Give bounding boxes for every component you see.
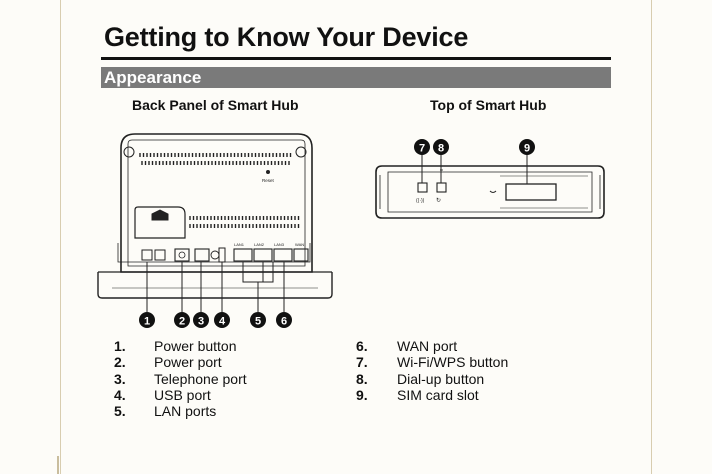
svg-text:7: 7 (419, 143, 425, 155)
svg-text:1: 1 (144, 316, 150, 328)
svg-text:4: 4 (219, 316, 226, 328)
page-title: Getting to Know Your Device (104, 22, 469, 52)
legend-number: 3. (114, 370, 126, 387)
top-marker-7: 7 (414, 139, 430, 155)
top-marker-9: 9 (519, 139, 535, 155)
back-panel-caption: Back Panel of Smart Hub (132, 97, 299, 113)
legend-label: USB port (154, 386, 211, 403)
port-label-wan: WAN (295, 242, 304, 247)
reset-label: Reset (262, 178, 275, 183)
port-label-lan2: LAN2 (254, 242, 265, 247)
section-heading: Appearance (101, 67, 611, 88)
back-panel-drawing (97, 133, 333, 312)
legend-label: SIM card slot (397, 386, 479, 403)
legend-number: 4. (114, 386, 126, 403)
title-rule (101, 57, 611, 60)
legend-label: Wi-Fi/WPS button (397, 354, 509, 371)
legend-number: 8. (356, 370, 368, 387)
top-view-caption: Top of Smart Hub (430, 97, 547, 113)
legend-label: Dial-up button (397, 370, 485, 387)
legend-number: 6. (356, 338, 368, 354)
back-marker-2: 2 (174, 312, 190, 328)
legend-number: 7. (356, 354, 368, 371)
legend-number: 9. (356, 386, 368, 403)
back-marker-4: 4 (214, 312, 230, 328)
svg-text:3: 3 (198, 316, 204, 328)
legend-label: Power button (154, 338, 237, 354)
legend-label: Power port (154, 354, 222, 371)
legend-label: Telephone port (154, 370, 247, 387)
back-vent-slots-top (139, 153, 292, 165)
svg-text:6: 6 (281, 316, 287, 328)
page-edge-left (60, 0, 61, 474)
legend-number: 2. (114, 354, 126, 371)
legend-label: LAN ports (154, 403, 217, 420)
back-vent-slots-middle (189, 216, 300, 228)
page-edge-tick (57, 456, 59, 474)
svg-text:9: 9 (524, 143, 530, 155)
svg-text:2: 2 (179, 316, 185, 328)
top-view-drawing (375, 154, 605, 219)
back-marker-6: 6 (276, 312, 292, 328)
top-marker-8: 8 (433, 139, 449, 155)
legend-number: 5. (114, 403, 126, 420)
back-marker-1: 1 (139, 312, 155, 328)
back-marker-3: 3 (193, 312, 209, 328)
wifi-wps-icon: ((·)) (416, 198, 425, 204)
legend-number: 1. (114, 338, 126, 354)
dialup-icon: ↻ (436, 197, 441, 204)
svg-text:8: 8 (438, 143, 444, 155)
page-edge-right (651, 0, 652, 474)
back-marker-5: 5 (250, 312, 266, 328)
svg-text:5: 5 (255, 316, 261, 328)
port-label-lan3: LAN3 (274, 242, 285, 247)
legend-label: WAN port (397, 338, 458, 354)
port-label-lan1: LAN1 (234, 242, 245, 247)
